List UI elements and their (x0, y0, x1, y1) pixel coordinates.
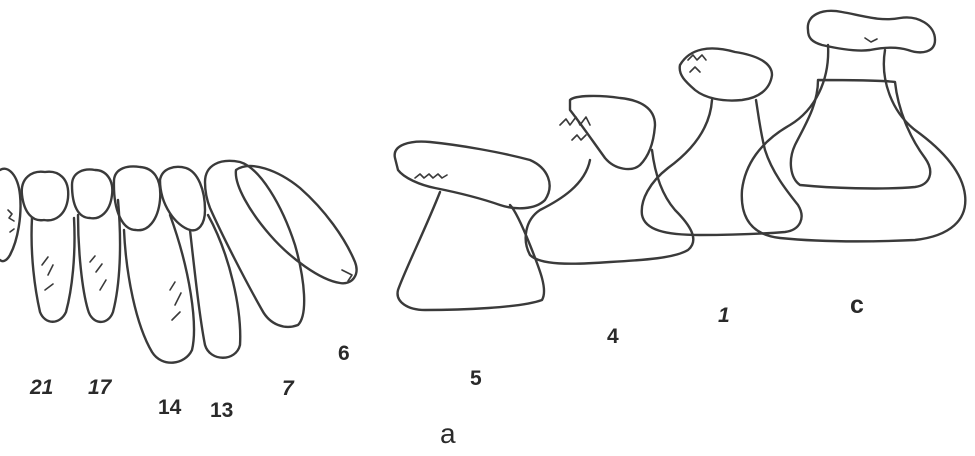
tooth-label-6: 6 (338, 343, 350, 364)
right-tooth-row (395, 11, 966, 310)
tooth-label-17: 17 (88, 377, 111, 398)
tooth-17-detail (42, 257, 53, 290)
tooth-1-body (642, 100, 802, 235)
tooth-label-5: 5 (470, 368, 482, 389)
tooth-7-root (190, 215, 240, 358)
tooth-4-cusps (560, 117, 590, 140)
tooth-5-body (398, 192, 544, 310)
tooth-1-cusps (688, 55, 706, 72)
tooth-c-body (742, 45, 966, 241)
tooth-label-13: 13 (210, 400, 233, 421)
tooth-5-tip (342, 270, 352, 281)
tooth-17-crown (22, 172, 68, 221)
tooth-6 (205, 161, 304, 327)
left-tooth-row (0, 161, 357, 363)
tooth-14-detail (90, 256, 106, 290)
tooth-7-crown (160, 167, 205, 230)
tooth-13-detail (170, 282, 181, 320)
tooth-label-4: 4 (607, 326, 619, 347)
tooth-4-cap (570, 96, 655, 169)
tooth-label-7: 7 (282, 378, 294, 399)
tooth-label-14: 14 (158, 397, 181, 418)
tooth-label-c: c (850, 293, 864, 318)
tooth-21-detail (8, 210, 14, 232)
tooth-5-cusps (415, 174, 447, 178)
tooth-13-crown (114, 166, 160, 230)
tooth-c-notch (865, 38, 877, 42)
tooth-label-1: 1 (718, 305, 730, 326)
panel-label: a (440, 420, 456, 448)
tooth-c-pulp (791, 80, 930, 188)
tooth-21-partial (0, 169, 21, 261)
tooth-label-21: 21 (30, 377, 53, 398)
tooth-14-crown (72, 170, 112, 219)
tooth-5-partial (236, 166, 357, 283)
tooth-13-root (124, 215, 194, 363)
tooth-17-root (32, 218, 75, 322)
